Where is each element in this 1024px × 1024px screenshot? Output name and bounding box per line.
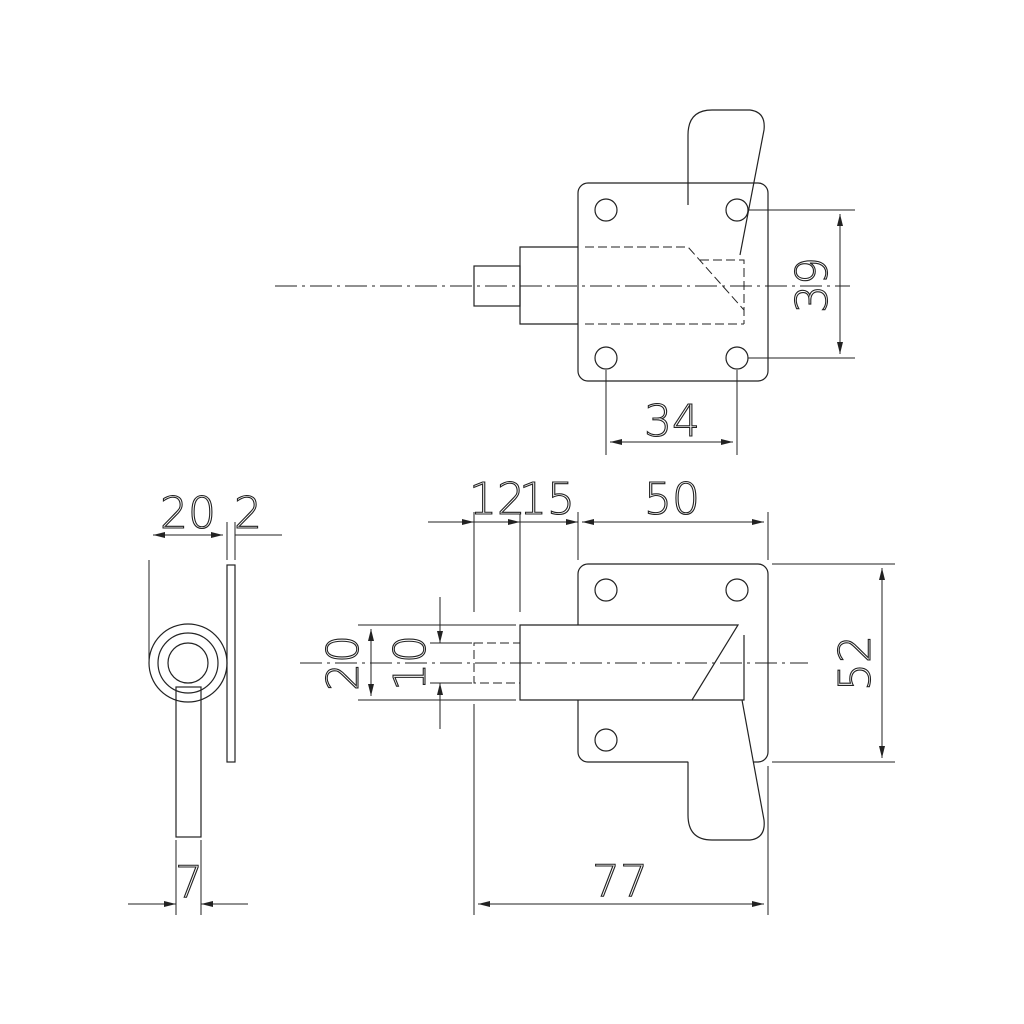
side-inner-ring <box>167 642 209 684</box>
side-view: 20 2 7 <box>128 487 282 915</box>
front-keeper <box>692 635 745 701</box>
top-handle <box>687 109 765 256</box>
front-hole-3 <box>594 728 618 752</box>
side-plate <box>226 564 236 763</box>
dim-12-label: 12 <box>469 474 525 525</box>
top-hole-1 <box>594 198 618 222</box>
side-middle-ring <box>157 632 219 694</box>
top-hole-3 <box>594 346 618 370</box>
top-view: 39 34 <box>275 109 855 455</box>
dim-2-side-label: 2 <box>234 488 262 539</box>
dim-52-label: 52 <box>830 635 881 691</box>
side-outer-ring <box>148 623 228 703</box>
dim-15-label: 15 <box>519 474 575 525</box>
dim-20-side-label: 20 <box>160 488 216 539</box>
front-handle <box>687 699 765 841</box>
dim-10-label: 10 <box>385 635 436 691</box>
dim-50-label: 50 <box>644 474 700 525</box>
front-hole-2 <box>725 578 749 602</box>
front-hole-1 <box>594 578 618 602</box>
dim-39-label: 39 <box>787 257 838 313</box>
dim-77-label: 77 <box>592 856 648 907</box>
top-mounting-plate <box>577 182 769 382</box>
dim-20-front-label: 20 <box>318 635 369 691</box>
top-hidden-bolt <box>585 246 745 325</box>
front-view: 12 15 50 20 10 52 77 <box>300 473 895 915</box>
dim-34-label: 34 <box>644 396 700 447</box>
dim-7-label: 7 <box>175 857 203 908</box>
top-hole-2 <box>725 198 749 222</box>
side-handle <box>175 686 202 838</box>
top-hole-4 <box>725 346 749 370</box>
